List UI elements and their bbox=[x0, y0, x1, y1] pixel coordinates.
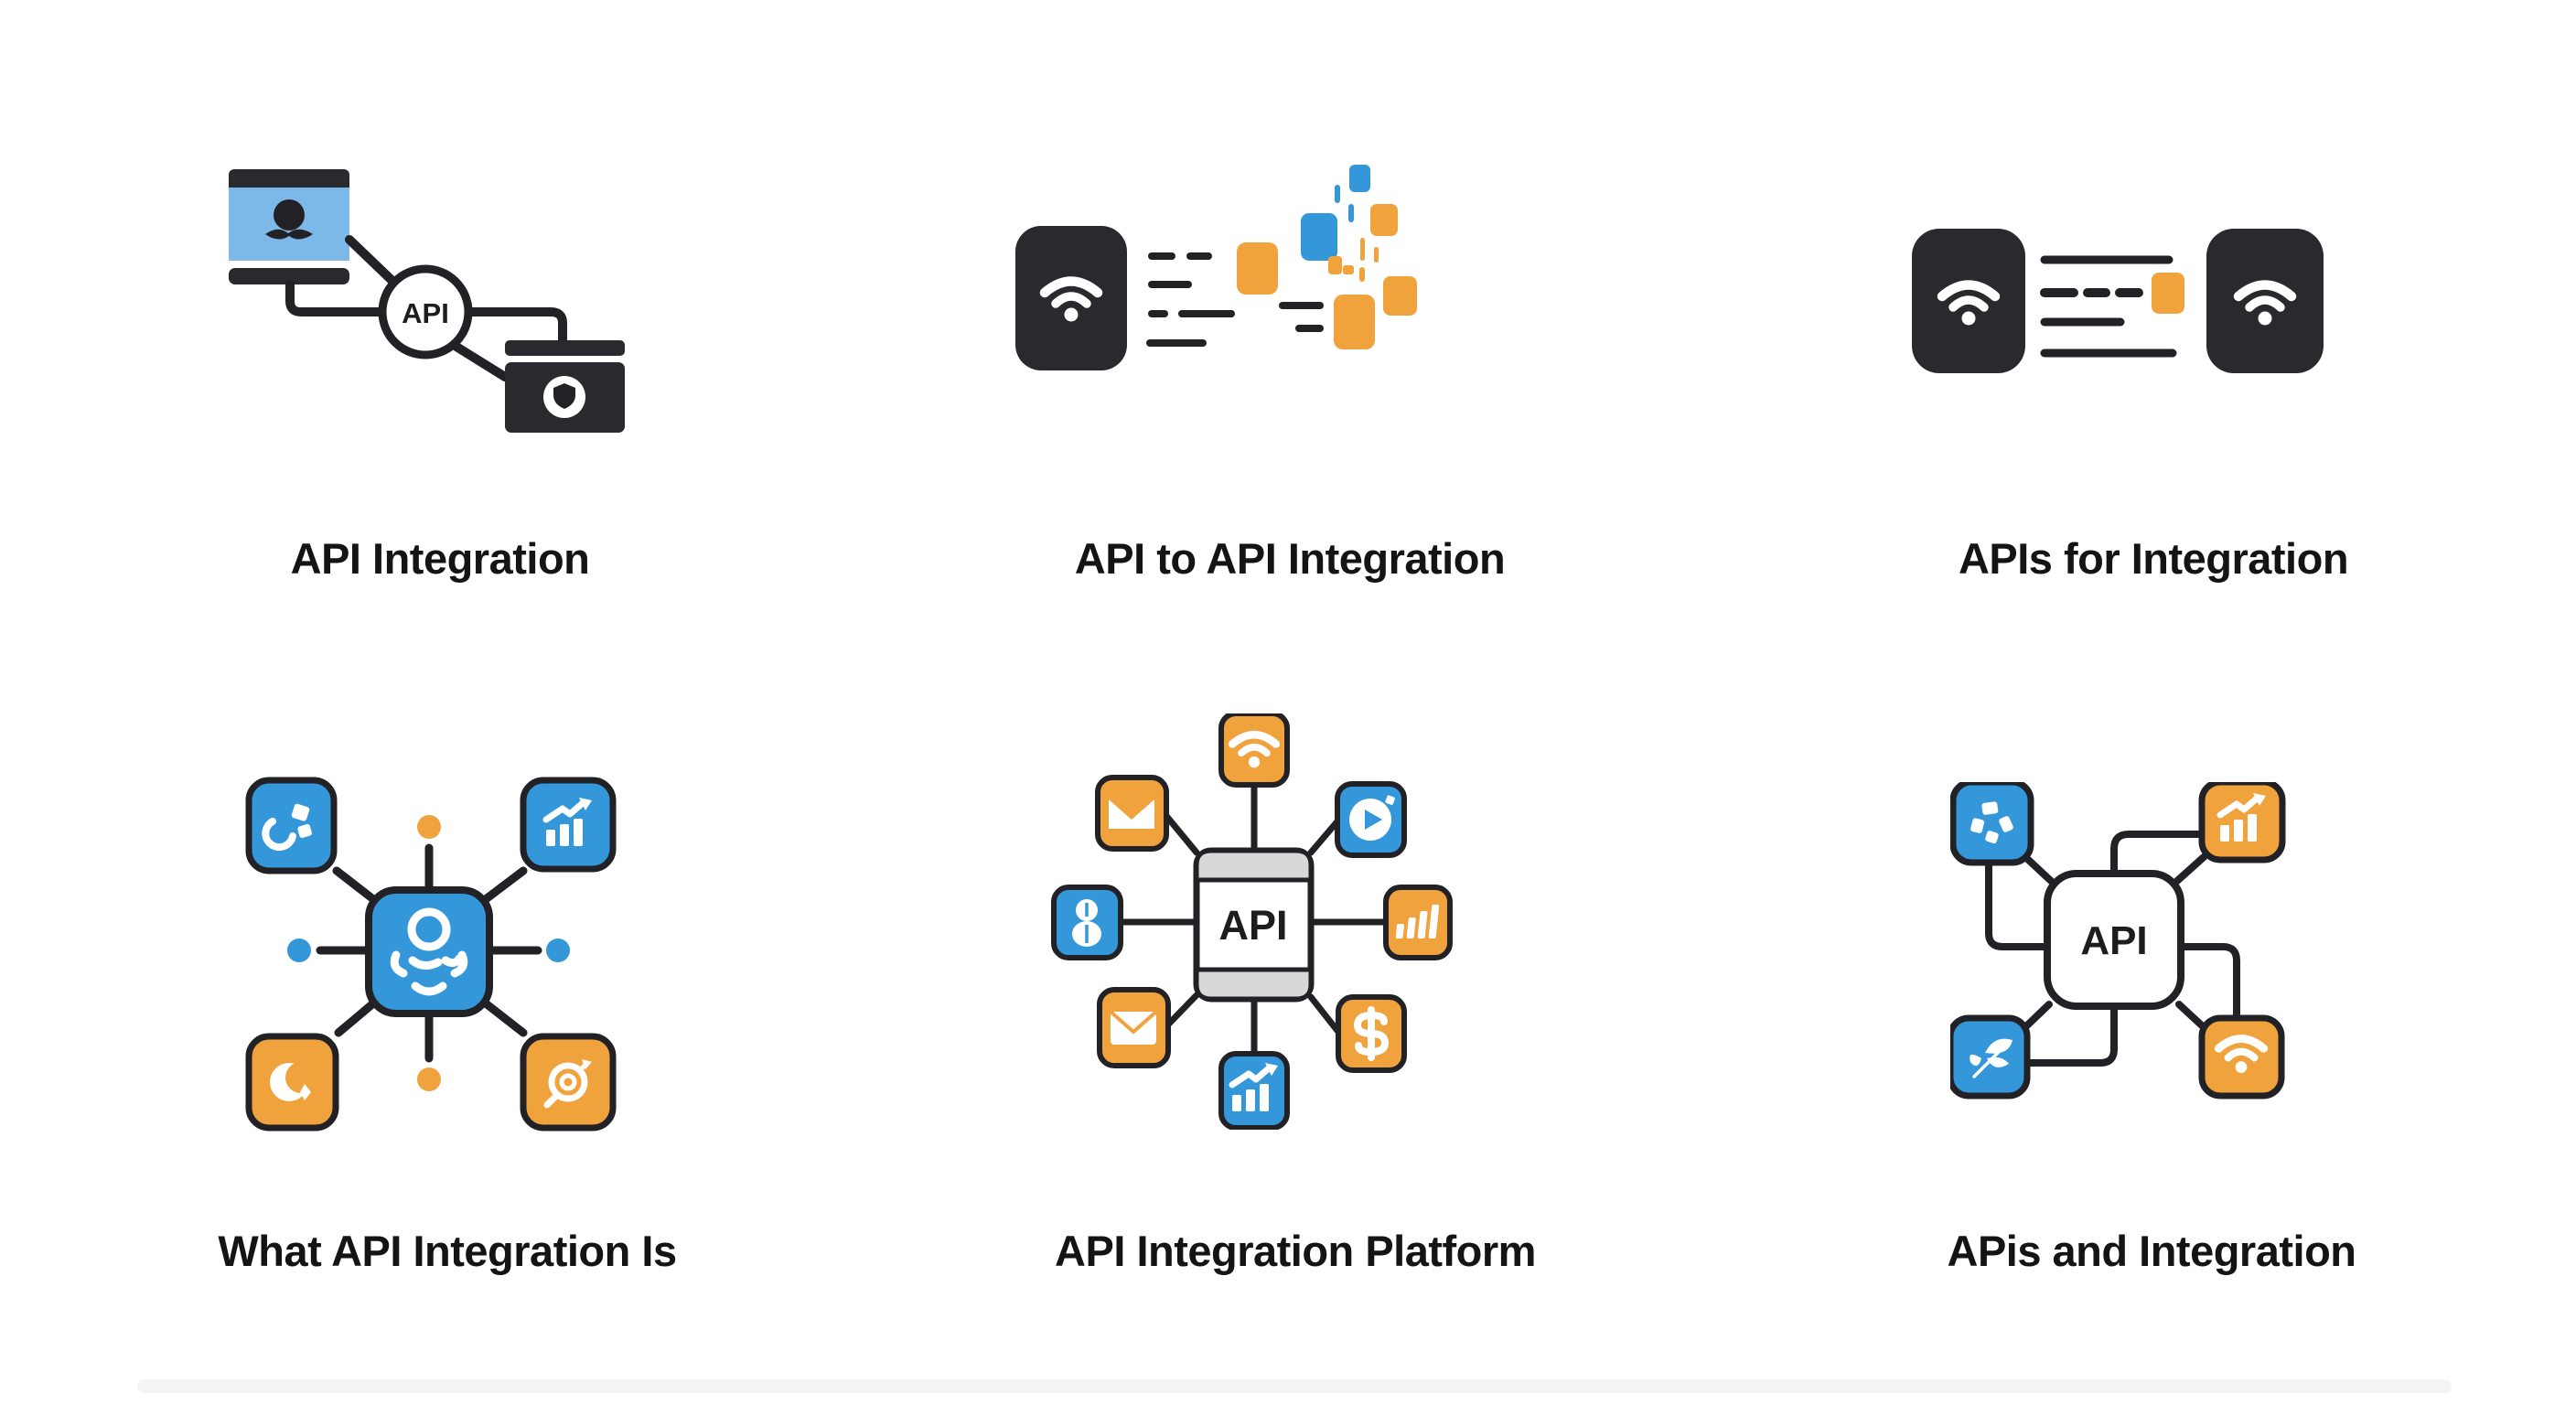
scatter-shapes-tile bbox=[1950, 782, 2034, 866]
envelope-app-tile bbox=[1097, 987, 1171, 1068]
inbox-mail-icon bbox=[1109, 799, 1154, 829]
code-lines bbox=[1146, 252, 1324, 347]
growth-chart-tile bbox=[2198, 782, 2286, 863]
hub-spokes bbox=[316, 843, 542, 1063]
api-square: API bbox=[2044, 870, 2184, 1010]
connector-line bbox=[285, 280, 387, 316]
cubes-app-tile bbox=[245, 777, 338, 874]
signal-bars-app-tile bbox=[1383, 885, 1453, 960]
wifi-device-icon bbox=[1912, 229, 2025, 373]
api-chip: API bbox=[1193, 847, 1315, 1003]
api-label: API bbox=[402, 297, 449, 329]
connector-line bbox=[464, 307, 567, 345]
inbox-mail-app-tile bbox=[1095, 775, 1169, 852]
panel-caption: API Integration Platform bbox=[1055, 1227, 1536, 1275]
scatter-shapes-icon bbox=[1970, 801, 2013, 844]
what-api-integration-illustration bbox=[245, 777, 617, 1132]
platform-links bbox=[1117, 781, 1390, 1057]
panel-caption: API Integration bbox=[290, 534, 590, 583]
connector-line bbox=[345, 235, 399, 287]
media-play-icon bbox=[1349, 795, 1395, 841]
wifi-device-icon bbox=[1015, 226, 1127, 370]
secure-folder-icon bbox=[505, 340, 625, 433]
panel-caption: APis and Integration bbox=[1947, 1227, 2357, 1275]
elbow-links bbox=[1985, 831, 2240, 1067]
node-dot bbox=[417, 1067, 441, 1091]
api-circle-badge: API bbox=[378, 264, 473, 359]
user-icon bbox=[1072, 899, 1101, 947]
target-icon bbox=[543, 1059, 592, 1109]
wifi-device-icon bbox=[2206, 229, 2324, 373]
api-integration-illustration: API bbox=[229, 169, 625, 433]
user-hub-icon bbox=[390, 907, 468, 996]
panel-caption: API to API Integration bbox=[1074, 534, 1506, 583]
leaves-tile bbox=[1950, 1014, 2031, 1099]
node-dot bbox=[287, 938, 311, 962]
growth-chart-app-tile bbox=[520, 777, 617, 873]
leaves-icon bbox=[1970, 1038, 2012, 1078]
node-dot bbox=[546, 938, 570, 962]
cubes-icon bbox=[262, 803, 312, 852]
api-label: API bbox=[1218, 902, 1287, 949]
node-dot bbox=[417, 815, 441, 839]
data-block bbox=[2152, 273, 2184, 314]
data-blocks-scatter bbox=[1237, 165, 1417, 349]
api-to-api-illustration bbox=[1015, 165, 1417, 370]
analytics-chart-app-tile bbox=[1218, 1051, 1290, 1130]
connector-line bbox=[452, 342, 510, 381]
user-silhouette-icon bbox=[265, 199, 313, 240]
dollar-app-tile bbox=[1336, 994, 1407, 1073]
api-label: API bbox=[2080, 918, 2147, 963]
signal-bars-icon bbox=[1395, 905, 1440, 938]
wifi-app-tile bbox=[1218, 713, 1290, 788]
panel-caption: APIs for Integration bbox=[1958, 534, 2349, 583]
apis-and-integration-illustration: API bbox=[1950, 782, 2286, 1099]
wifi-tile bbox=[2198, 1014, 2285, 1099]
envelope-icon bbox=[1109, 1010, 1158, 1045]
dashed-link-lines bbox=[2040, 255, 2184, 358]
footer-divider bbox=[137, 1379, 2452, 1393]
dollar-icon bbox=[1353, 1006, 1390, 1061]
crescent-app-tile bbox=[245, 1033, 339, 1132]
shield-icon bbox=[553, 383, 575, 409]
apis-for-integration-illustration bbox=[1912, 229, 2324, 373]
crescent-icon bbox=[270, 1062, 317, 1101]
api-platform-illustration: API bbox=[1051, 713, 1453, 1130]
user-app-tile bbox=[1051, 885, 1123, 960]
target-app-tile bbox=[520, 1033, 617, 1132]
monitor-user-icon bbox=[229, 169, 349, 284]
panel-caption: What API Integration Is bbox=[218, 1227, 677, 1275]
media-play-app-tile bbox=[1335, 781, 1407, 858]
user-hub-tile bbox=[365, 886, 493, 1017]
